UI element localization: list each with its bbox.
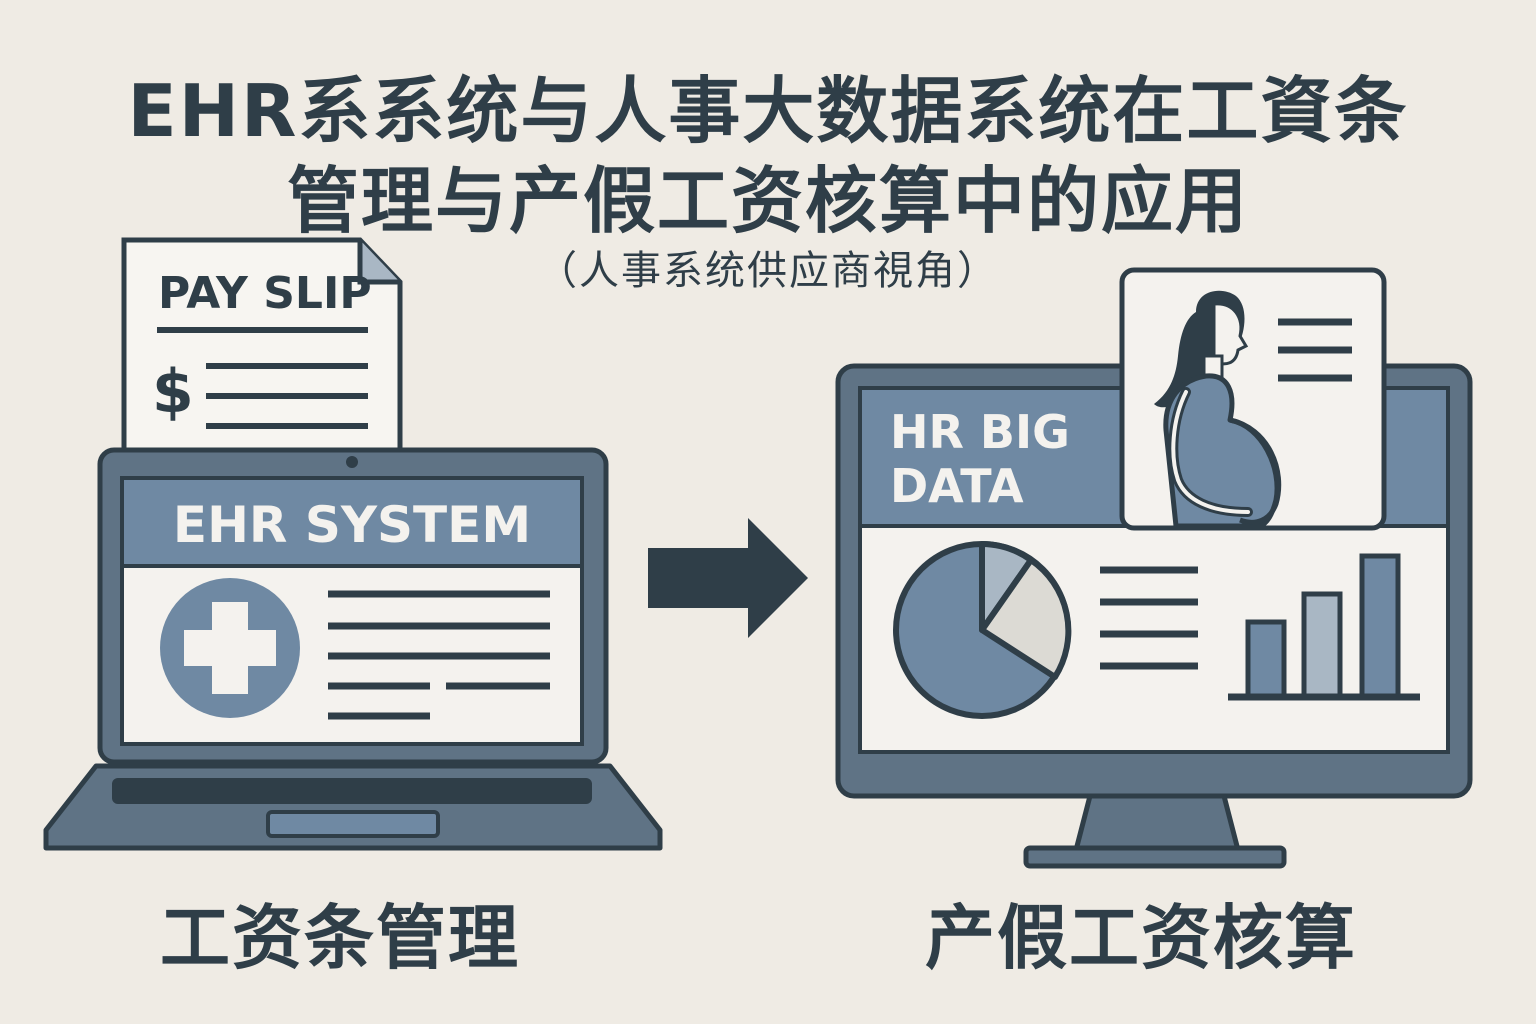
bar-chart-icon	[1228, 553, 1420, 701]
pregnant-woman-icon	[1154, 290, 1282, 529]
payslip-label: PAY SLIP	[158, 268, 372, 319]
pie-chart-icon	[893, 541, 1072, 719]
subtitle: （人事系统供应商視角）	[537, 248, 999, 294]
trackpad	[266, 810, 440, 838]
arrow-right-icon	[648, 518, 808, 638]
title-line-1: EHR系系统与人事大数据系统在工資条	[127, 69, 1409, 153]
pregnant-woman-card	[1119, 267, 1387, 531]
title-line-2: 管理与产假工资核算中的应用	[286, 159, 1249, 243]
hr-big-data-label-line1: HR BIG	[890, 405, 1070, 459]
caption-payslip-management: 工资条管理	[160, 897, 520, 979]
payslip-document-icon: PAY SLIP $	[121, 237, 403, 463]
laptop-icon: EHR SYSTEM	[43, 447, 663, 851]
medical-cross-icon	[160, 578, 300, 718]
caption-maternity-pay: 产假工资核算	[925, 897, 1357, 979]
hr-big-data-label-line2: DATA	[890, 459, 1024, 513]
ehr-system-label: EHR SYSTEM	[173, 496, 531, 554]
keyboard	[112, 778, 592, 804]
dollar-sign: $	[152, 357, 194, 427]
